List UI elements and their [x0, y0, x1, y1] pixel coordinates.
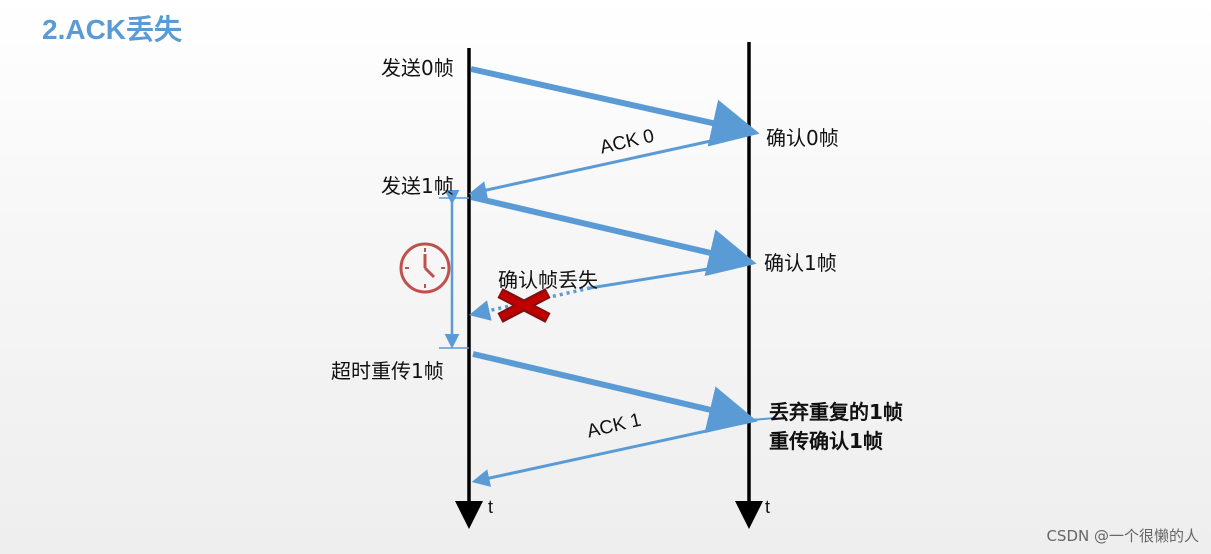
timeout-bracket: [439, 189, 469, 349]
resend-frame1-arrow: [472, 351, 757, 434]
confirm-frame1-label: 确认1帧: [764, 251, 837, 275]
sender-time-label: t: [488, 497, 494, 517]
lost-cross-icon: [497, 288, 551, 323]
confirm-frame0-label: 确认0帧: [766, 126, 839, 150]
frame0-arrow: [470, 66, 760, 147]
resend-confirm-label: 重传确认1帧: [769, 429, 883, 453]
receiver-time-label: t: [765, 497, 771, 517]
ack-lost-arrow-solid: [589, 260, 753, 290]
ack-lost-arrow-dotted: [468, 286, 591, 321]
timeout-resend-label: 超时重传1帧: [331, 359, 444, 383]
send-frame0-label: 发送0帧: [381, 56, 454, 80]
discard-duplicate-label: 丢弃重复的1帧: [769, 400, 903, 424]
ack1-arrow: [471, 418, 758, 487]
ack-lost-label: 确认帧丢失: [498, 268, 598, 292]
timer-clock-icon: [399, 242, 451, 294]
page-title: 2.ACK丢失: [42, 14, 183, 45]
ack0-arrow: [468, 130, 753, 199]
frame1-arrow: [470, 194, 757, 277]
watermark: CSDN @一个很懒的人: [1046, 527, 1199, 545]
send-frame1-label: 发送1帧: [381, 174, 454, 198]
